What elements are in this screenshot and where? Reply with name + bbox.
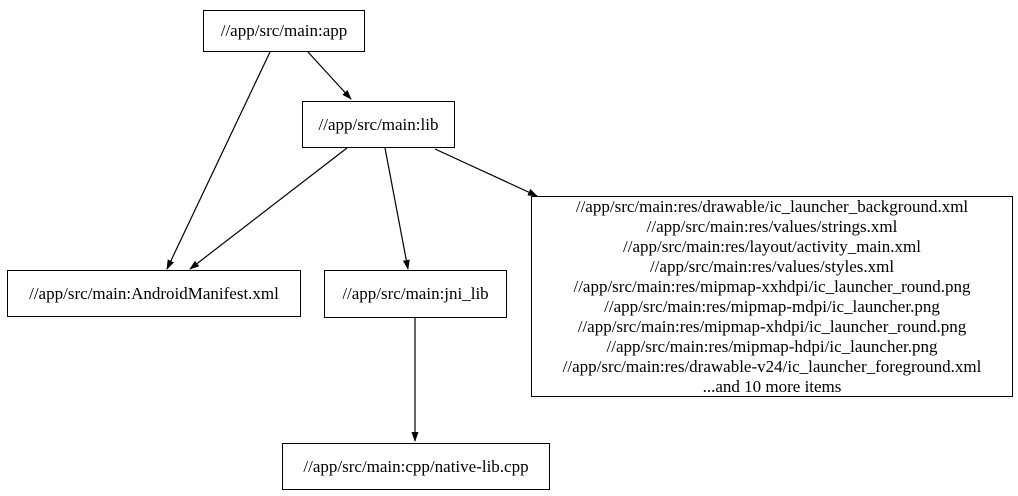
node-label-line: //app/src/main:res/mipmap-mdpi/ic_launch… <box>604 296 940 316</box>
node-label-line: //app/src/main:jni_lib <box>342 284 489 303</box>
node-label-line: //app/src/main:res/mipmap-hdpi/ic_launch… <box>606 336 938 356</box>
node-label-line: //app/src/main:res/mipmap-xhdpi/ic_launc… <box>577 316 967 336</box>
node-label-line: //app/src/main:AndroidManifest.xml <box>29 283 279 303</box>
graph-node-app: //app/src/main:app <box>203 10 365 52</box>
graph-node-native-lib-cpp: //app/src/main:cpp/native-lib.cpp <box>282 443 550 490</box>
edge-lib-to-jni-lib <box>384 147 410 270</box>
edge-lib-to-res-group <box>434 148 538 197</box>
edge-app-to-android-manifest <box>166 51 271 270</box>
node-label-line: //app/src/main:lib <box>318 114 439 134</box>
node-label-line: //app/src/main:res/mipmap-xxhdpi/ic_laun… <box>573 276 971 296</box>
edge-lib-to-android-manifest <box>189 147 348 270</box>
graph-node-lib: //app/src/main:lib <box>302 101 455 148</box>
node-label-line: //app/src/main:res/values/styles.xml <box>649 256 895 276</box>
graph-node-android-manifest: //app/src/main:AndroidManifest.xml <box>7 270 301 317</box>
node-label-line: //app/src/main:cpp/native-lib.cpp <box>303 456 529 476</box>
graph-node-res-group: //app/src/main:res/drawable/ic_launcher_… <box>531 196 1013 397</box>
edge-app-to-lib <box>307 51 352 100</box>
node-label-line: //app/src/main:res/drawable/ic_launcher_… <box>575 196 969 216</box>
node-label-line: ...and 10 more items <box>702 376 842 396</box>
node-label-line: //app/src/main:app <box>220 21 348 40</box>
node-label-line: //app/src/main:res/values/strings.xml <box>646 216 898 236</box>
node-label-line: //app/src/main:res/drawable-v24/ic_launc… <box>562 356 982 376</box>
node-label-line: //app/src/main:res/layout/activity_main.… <box>623 236 921 256</box>
graph-node-jni-lib: //app/src/main:jni_lib <box>324 270 507 318</box>
